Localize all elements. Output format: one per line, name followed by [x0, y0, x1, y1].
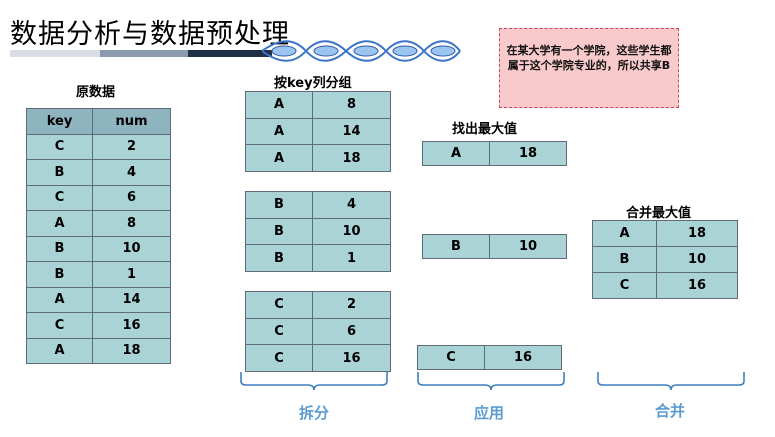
grouped-label: 按key列分组	[274, 76, 352, 91]
num-cell: 6	[92, 184, 171, 211]
key-cell: B	[245, 217, 313, 246]
num-cell: 18	[489, 141, 567, 166]
key-cell: C	[245, 291, 313, 319]
key-cell: C	[592, 272, 657, 299]
column-header-num: num	[92, 108, 171, 135]
key-cell: C	[26, 312, 93, 339]
stage-split-label: 拆分	[299, 404, 330, 422]
decorative-wave-ornament	[262, 40, 461, 62]
original-data-label: 原数据	[76, 85, 116, 100]
num-cell: 4	[92, 159, 171, 186]
num-cell: 16	[484, 345, 562, 370]
num-cell: 10	[92, 235, 171, 262]
num-cell: 6	[312, 317, 391, 346]
key-cell: C	[417, 345, 485, 370]
merged-max-label: 合并最大值	[626, 206, 692, 221]
underline-segment-mid	[100, 50, 188, 57]
key-cell: B	[592, 246, 657, 273]
explanation-note: 在某大学有一个学院，这些学生都属于这个学院专业的，所以共享B	[499, 28, 679, 108]
title-underline-bar	[10, 50, 272, 57]
num-cell: 18	[656, 220, 738, 247]
split-brace	[240, 372, 388, 391]
num-cell: 18	[92, 337, 171, 364]
num-cell: 4	[312, 191, 391, 219]
key-cell: A	[26, 286, 93, 313]
num-cell: 10	[312, 217, 391, 246]
key-cell: B	[26, 159, 93, 186]
num-cell: 16	[312, 344, 391, 373]
num-cell: 2	[92, 133, 171, 160]
combine-brace	[597, 372, 745, 391]
page-title: 数据分析与数据预处理	[10, 19, 290, 50]
key-cell: C	[245, 344, 313, 373]
num-cell: 2	[312, 291, 391, 319]
key-cell: B	[245, 244, 313, 273]
underline-segment-light	[10, 50, 100, 57]
num-cell: 16	[92, 312, 171, 339]
num-cell: 8	[312, 91, 391, 119]
key-cell: A	[245, 117, 313, 146]
stage-apply-label: 应用	[474, 404, 505, 422]
num-cell: 1	[92, 261, 171, 288]
num-cell: 14	[92, 286, 171, 313]
key-cell: A	[26, 210, 93, 237]
apply-brace	[417, 372, 565, 391]
num-cell: 10	[489, 234, 567, 259]
key-cell: A	[245, 144, 313, 173]
key-cell: C	[26, 133, 93, 160]
stage-combine-label: 合并	[655, 402, 686, 420]
num-cell: 8	[92, 210, 171, 237]
key-cell: C	[26, 184, 93, 211]
key-cell: B	[245, 191, 313, 219]
underline-segment-dark	[188, 50, 272, 57]
key-cell: B	[422, 234, 490, 259]
num-cell: 18	[312, 144, 391, 173]
num-cell: 14	[312, 117, 391, 146]
key-cell: A	[592, 220, 657, 247]
key-cell: C	[245, 317, 313, 346]
key-cell: A	[422, 141, 490, 166]
num-cell: 1	[312, 244, 391, 273]
column-header-key: key	[26, 108, 93, 135]
key-cell: B	[26, 261, 93, 288]
num-cell: 16	[656, 272, 738, 299]
key-cell: A	[26, 337, 93, 364]
num-cell: 10	[656, 246, 738, 273]
key-cell: A	[245, 91, 313, 119]
max-found-label: 找出最大值	[452, 122, 518, 137]
key-cell: B	[26, 235, 93, 262]
